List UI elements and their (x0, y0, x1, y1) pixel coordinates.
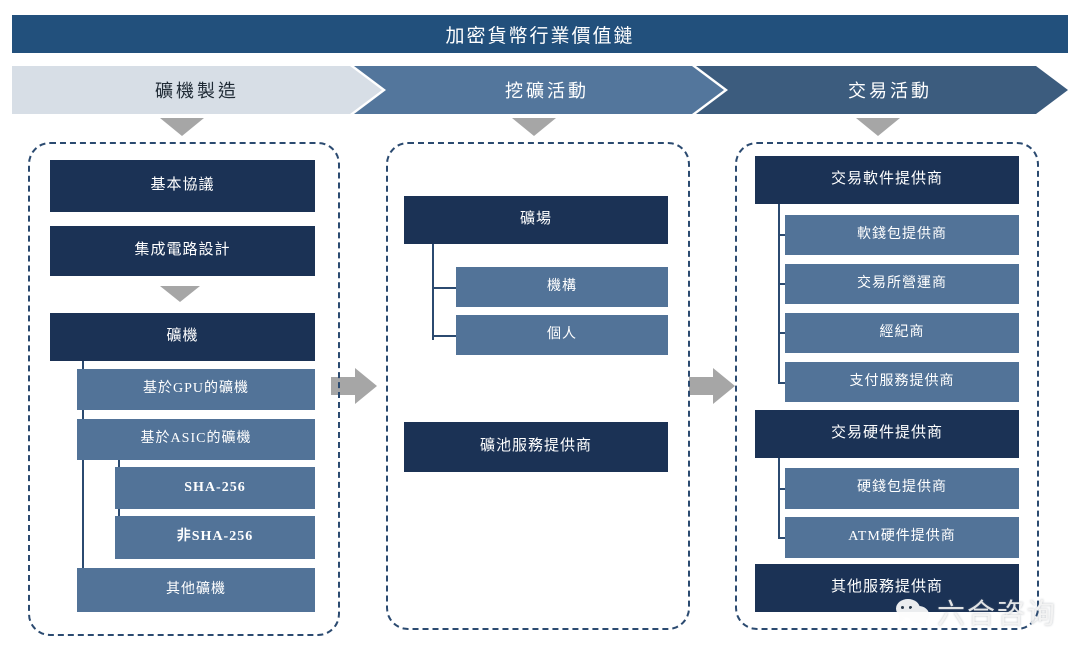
node-label: 礦池服務提供商 (479, 438, 592, 455)
node-label: 個人 (547, 326, 577, 342)
stage-chevron-mining-activity[interactable]: 挖礦活動 (354, 66, 724, 114)
node-label: 交易所營運商 (857, 275, 947, 291)
node-soft-wallet-provider[interactable]: 軟錢包提供商 (785, 215, 1019, 255)
node-label: 礦場 (519, 211, 552, 228)
node-label: 支付服務提供商 (849, 373, 955, 389)
node-mining-farm[interactable]: 礦場 (404, 196, 668, 244)
stage-label: 礦機製造 (155, 81, 239, 101)
node-other-miners[interactable]: 其他礦機 (77, 568, 315, 612)
connector-col2-institution (432, 287, 456, 289)
group-mining-machine-manufacturing (28, 142, 340, 636)
group-trading-activity (735, 142, 1039, 630)
node-label: 機構 (547, 278, 577, 294)
stage-label: 交易活動 (848, 81, 932, 101)
node-label: 經紀商 (879, 324, 925, 340)
node-other-service-provider[interactable]: 其他服務提供商 (755, 564, 1019, 612)
node-exchange-operator[interactable]: 交易所營運商 (785, 264, 1019, 304)
flow-arrow-icon-col1-to-col2 (331, 368, 379, 404)
connector-col2-trunk (432, 244, 434, 340)
connector-col3-software-trunk (778, 202, 780, 384)
stage-label: 挖礦活動 (505, 81, 589, 101)
node-broker[interactable]: 經紀商 (785, 313, 1019, 353)
node-label: 交易硬件提供商 (830, 425, 943, 442)
node-label: SHA-256 (184, 479, 246, 495)
connector-col3-hardware-trunk (778, 456, 780, 538)
node-asic-based-miner[interactable]: 基於ASIC的礦機 (77, 419, 315, 460)
node-mining-pool-service-provider[interactable]: 礦池服務提供商 (404, 422, 668, 472)
node-individual[interactable]: 個人 (456, 315, 668, 355)
stage-chevron-mining-machine-manufacturing[interactable]: 礦機製造 (12, 66, 382, 114)
node-label: 硬錢包提供商 (857, 480, 947, 496)
connector-col2-individual (432, 335, 456, 337)
node-label: 基於ASIC的礦機 (140, 431, 252, 447)
group-mining-activity (386, 142, 690, 630)
node-gpu-based-miner[interactable]: 基於GPU的礦機 (77, 369, 315, 410)
node-non-sha-256[interactable]: 非SHA-256 (115, 516, 315, 559)
node-sha-256[interactable]: SHA-256 (115, 467, 315, 509)
node-trading-hardware-provider[interactable]: 交易硬件提供商 (755, 410, 1019, 458)
diagram-title: 加密貨幣行業價值鏈 (445, 25, 635, 47)
node-hard-wallet-provider[interactable]: 硬錢包提供商 (785, 468, 1019, 509)
node-label: 礦機 (166, 328, 199, 345)
node-institution[interactable]: 機構 (456, 267, 668, 307)
down-arrow-icon-to-miner (160, 286, 200, 302)
node-label: 基於GPU的礦機 (142, 381, 249, 397)
node-label: 基本協議 (150, 177, 215, 194)
node-label: 其他礦機 (166, 581, 226, 597)
node-label: 其他服務提供商 (830, 579, 943, 596)
node-atm-hardware-provider[interactable]: ATM硬件提供商 (785, 517, 1019, 558)
node-mining-machine[interactable]: 礦機 (50, 313, 315, 361)
node-payment-service-provider[interactable]: 支付服務提供商 (785, 362, 1019, 402)
value-chain-stage-bar: 礦機製造 挖礦活動 交易活動 (12, 66, 1068, 114)
down-arrow-icon-col3 (856, 118, 900, 136)
stage-chevron-trading-activity[interactable]: 交易活動 (696, 66, 1068, 114)
down-arrow-icon-col1 (160, 118, 204, 136)
node-basic-protocol[interactable]: 基本協議 (50, 160, 315, 212)
diagram-title-bar: 加密貨幣行業價值鏈 (12, 15, 1068, 53)
node-label: 非SHA-256 (176, 529, 254, 545)
node-integrated-circuit-design[interactable]: 集成電路設計 (50, 226, 315, 276)
node-label: 交易軟件提供商 (830, 171, 943, 188)
down-arrow-icon-col2 (512, 118, 556, 136)
node-label: 集成電路設計 (134, 242, 231, 259)
connector-col1-trunk (82, 360, 84, 592)
node-trading-software-provider[interactable]: 交易軟件提供商 (755, 156, 1019, 204)
node-label: 軟錢包提供商 (857, 226, 947, 242)
node-label: ATM硬件提供商 (848, 529, 956, 545)
flow-arrow-icon-col2-to-col3 (689, 368, 737, 404)
